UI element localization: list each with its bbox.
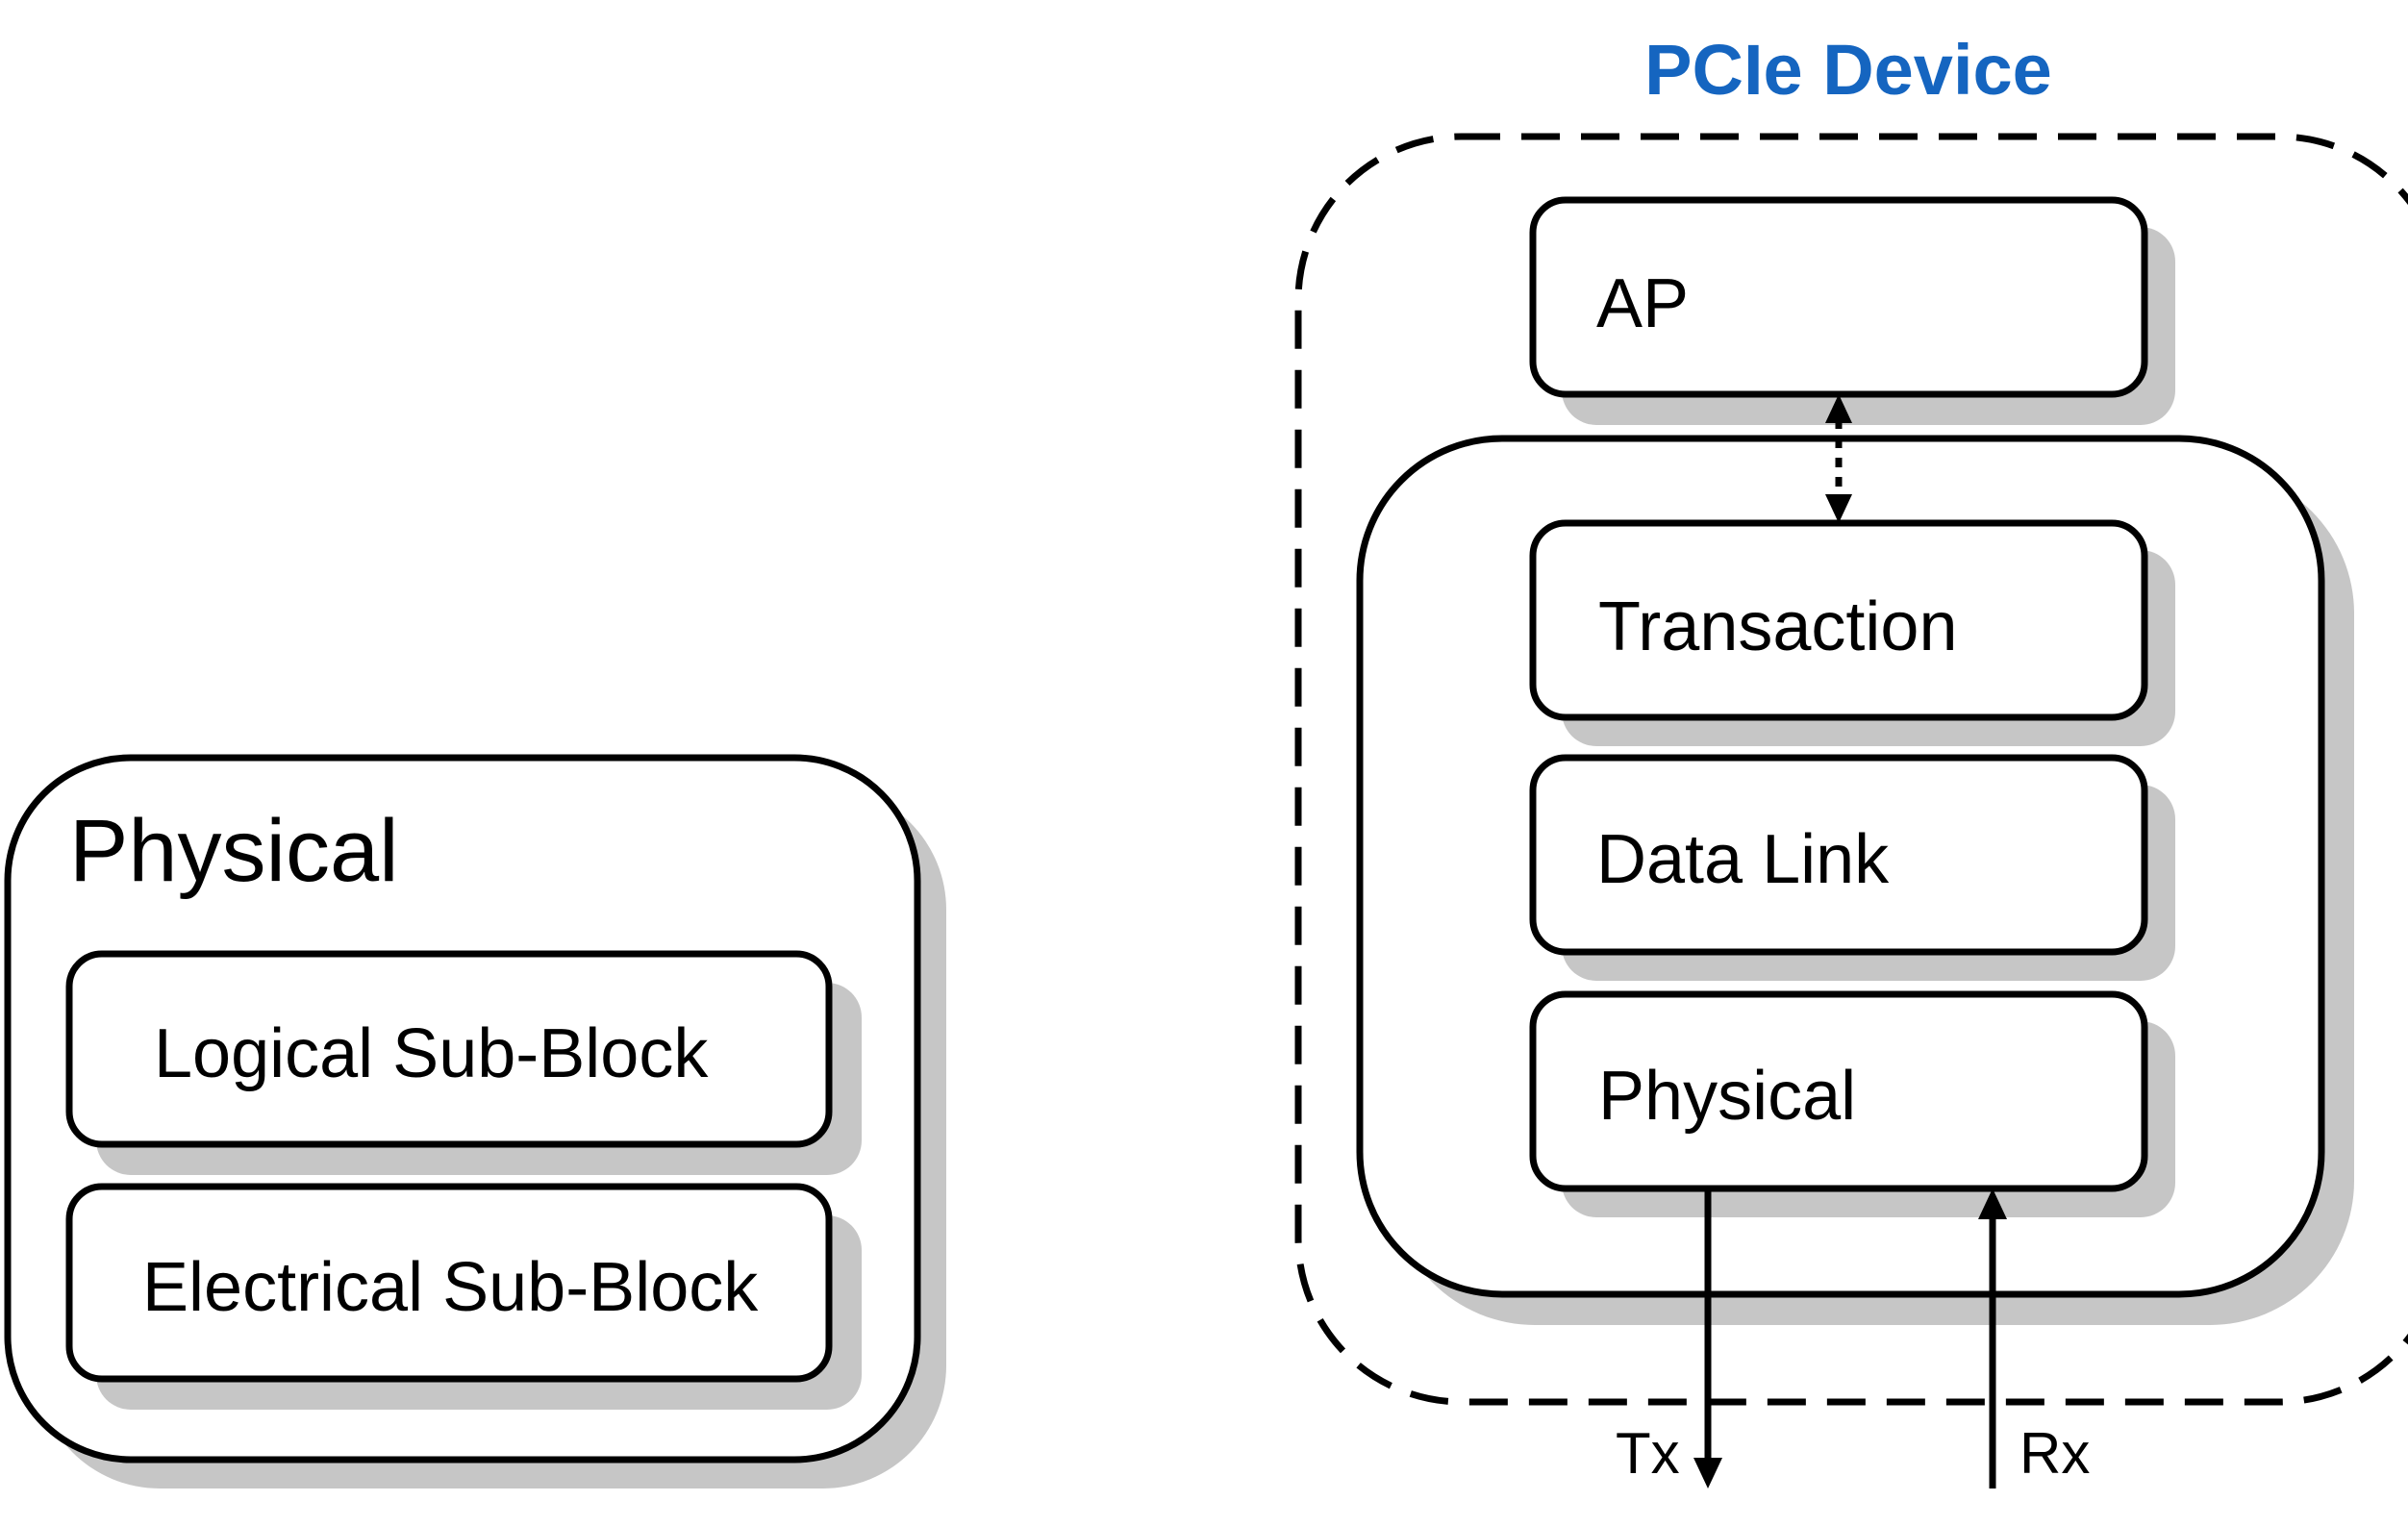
electrical-sub-block-label: Electrical Sub-Block [142, 1249, 759, 1326]
electrical-sub-block [65, 1183, 833, 1383]
physical-detail-title: Physical [69, 802, 399, 900]
physical-detail-group: Physical Logical Sub-Block Electrical Su… [4, 754, 946, 1488]
rx-arrowhead [1978, 1188, 2007, 1219]
data-link-layer [1529, 754, 2148, 956]
pcie-device-group: PCIe Device AP Transaction Data Link Phy… [1294, 30, 2408, 1488]
transaction-layer-label: Transaction [1598, 588, 1958, 665]
ap-transaction-arrowhead-up [1825, 394, 1852, 423]
tx-arrowhead [1693, 1458, 1722, 1488]
ap-label: AP [1596, 265, 1689, 342]
physical-layer-label: Physical [1598, 1058, 1856, 1135]
data-link-layer-label: Data Link [1596, 821, 1890, 898]
tx-label: Tx [1616, 1421, 1680, 1486]
logical-sub-block [65, 950, 833, 1148]
ap-transaction-arrowhead-down [1825, 494, 1852, 523]
physical-layer [1529, 990, 2148, 1192]
logical-sub-block-label: Logical Sub-Block [154, 1015, 709, 1092]
pcie-device-title: PCIe Device [1644, 30, 2052, 110]
rx-label: Rx [2019, 1421, 2090, 1486]
